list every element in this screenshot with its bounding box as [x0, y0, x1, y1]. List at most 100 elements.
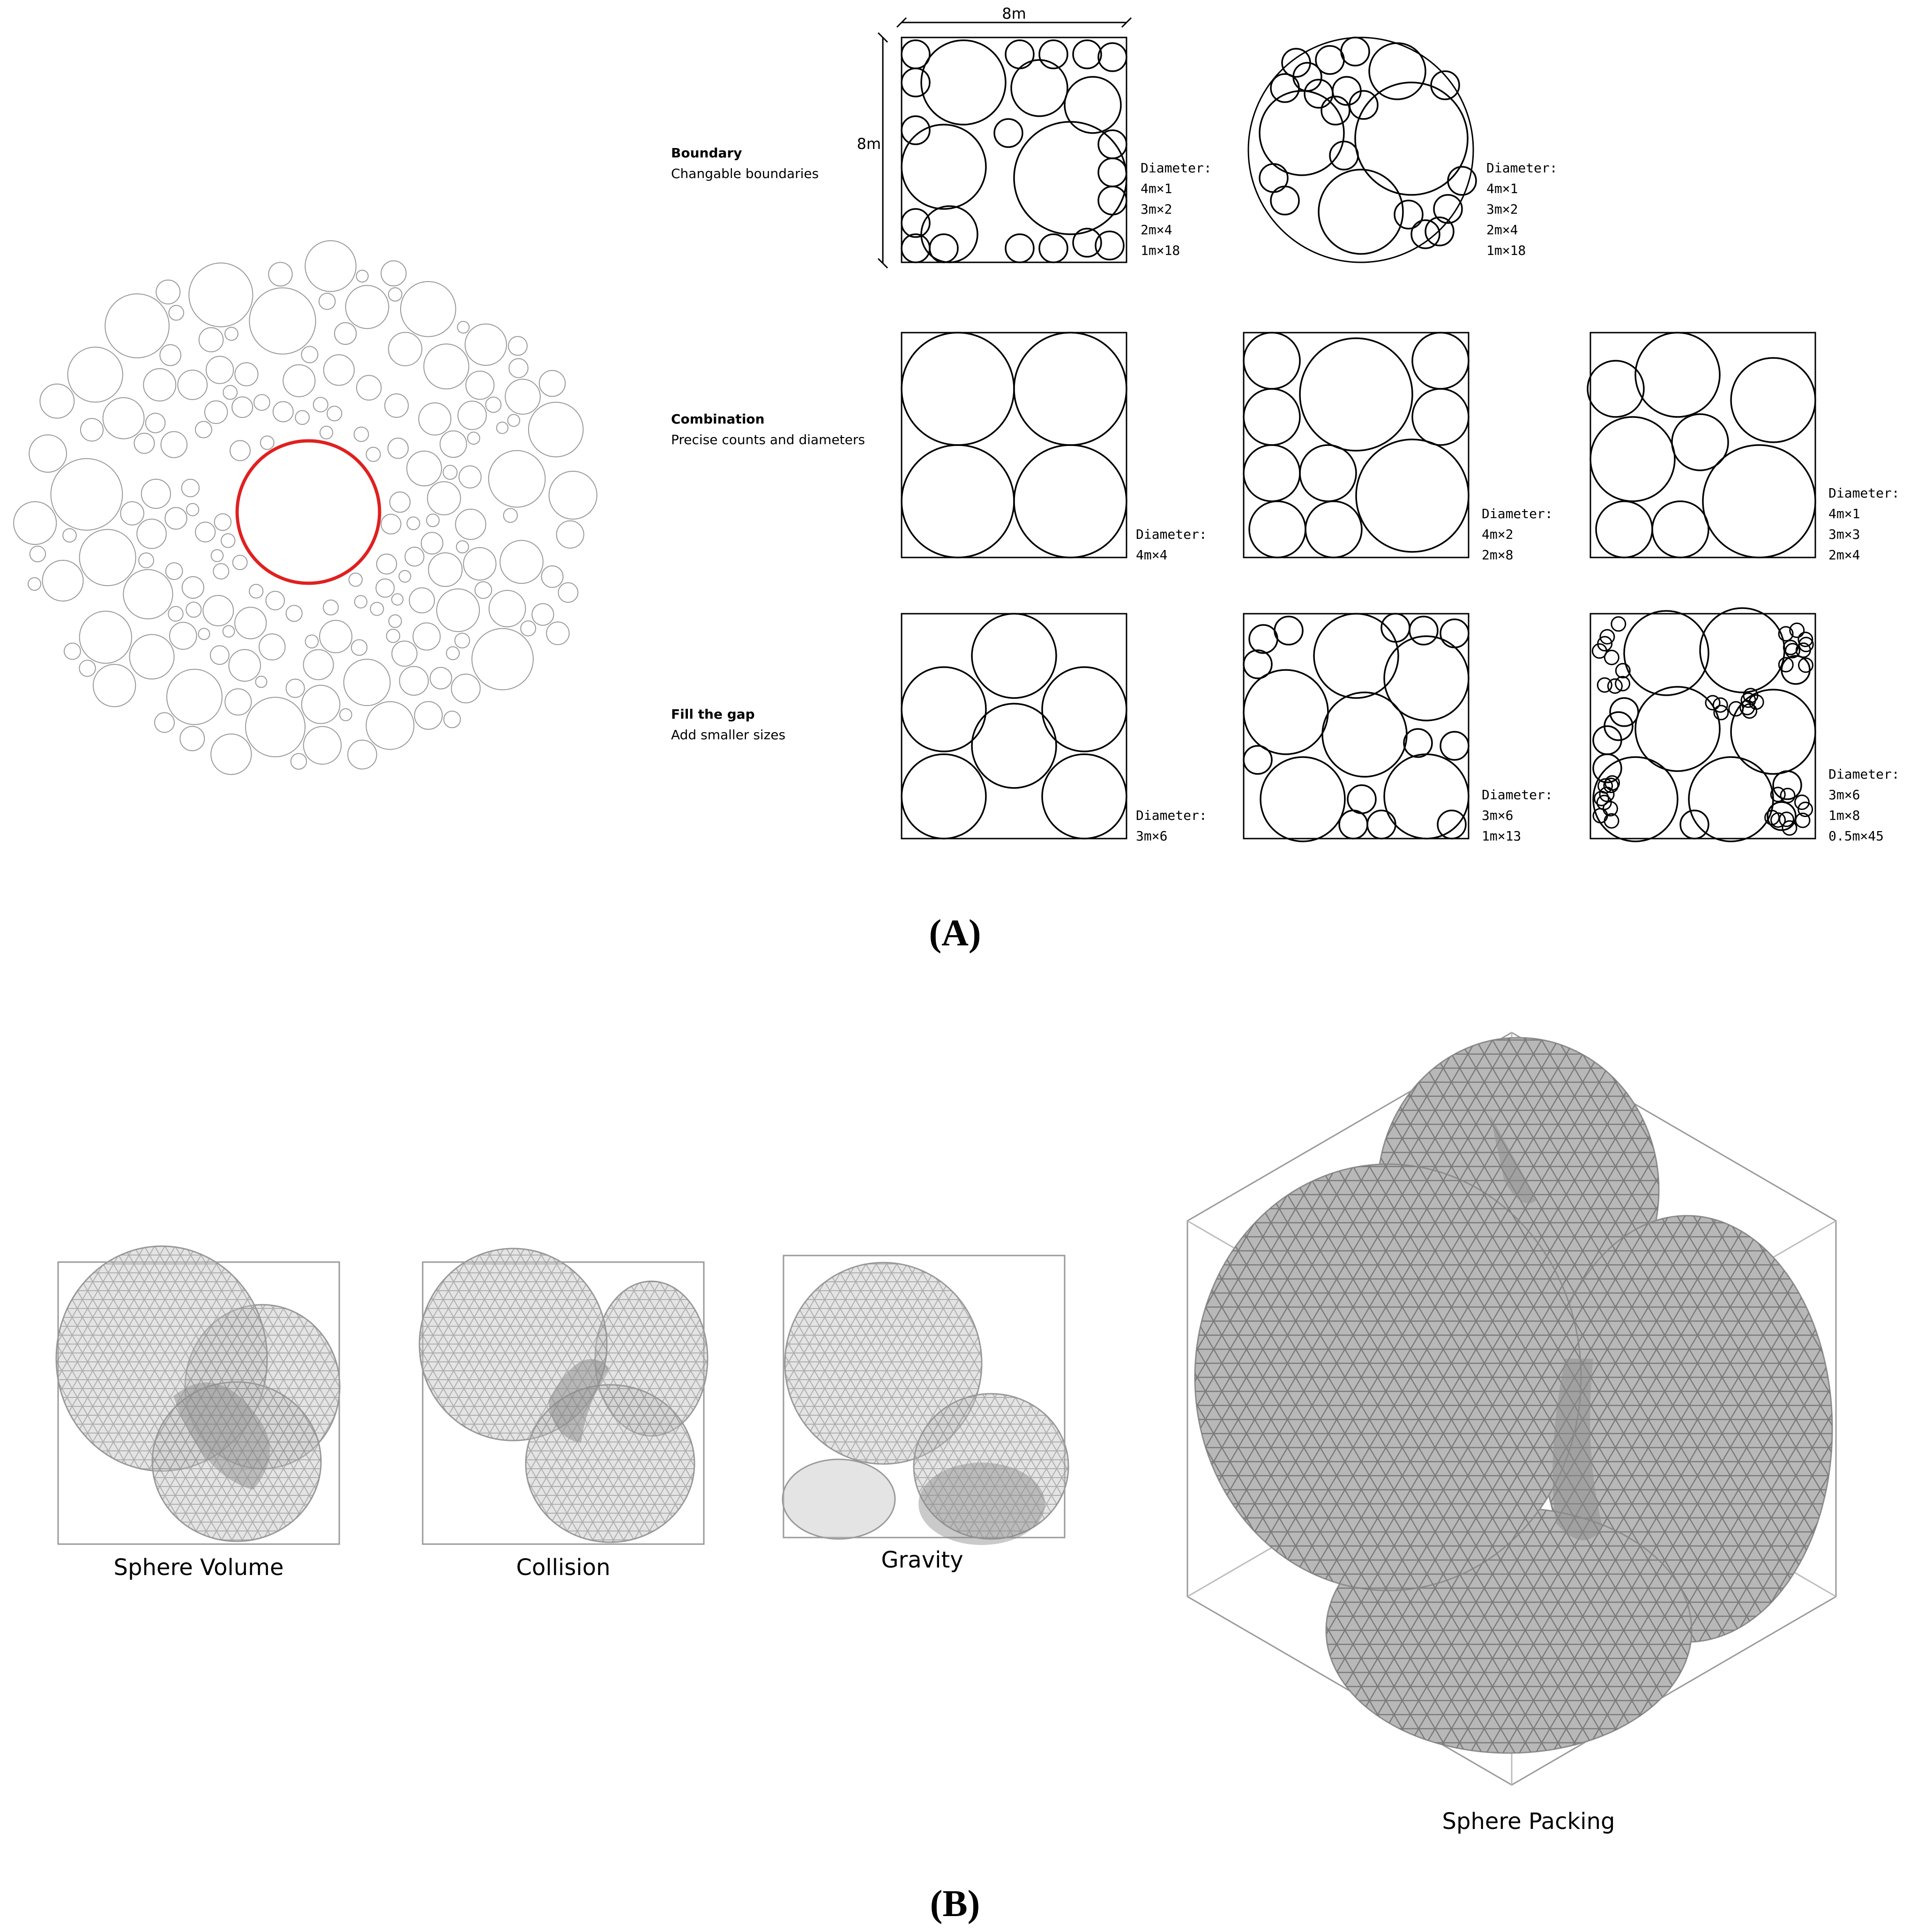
- cloud-circle: [260, 435, 275, 450]
- packing-circle: [1713, 705, 1729, 721]
- cloud-circle: [375, 578, 395, 598]
- cloud-circle: [384, 393, 409, 418]
- packing-circle: [1243, 745, 1273, 775]
- packing-circle: [1425, 216, 1455, 246]
- packing-circle: [1688, 756, 1774, 842]
- packing-circle: [1318, 169, 1404, 255]
- packing-circle: [1679, 810, 1709, 840]
- cloud-circle: [62, 528, 77, 543]
- cloud-circle: [508, 358, 529, 379]
- cloud-circle: [28, 577, 41, 591]
- packing-circle: [1097, 42, 1127, 72]
- cloud-circle: [194, 421, 212, 438]
- cloud-circle: [387, 438, 409, 459]
- legend-heading: Diameter:: [1482, 787, 1553, 803]
- packing-circle: [1789, 622, 1805, 638]
- cloud-circle: [50, 458, 123, 531]
- legend-line: 1m×18: [1486, 243, 1526, 258]
- packing-circle: [1259, 163, 1289, 193]
- packing-boundary: [901, 613, 1127, 840]
- packing-boundary-square: [901, 37, 1127, 263]
- cloud-circle: [249, 584, 264, 599]
- packing-circle: [1248, 500, 1306, 558]
- packing-circle: [1599, 629, 1615, 645]
- cloud-circle: [210, 549, 224, 562]
- legend-line: 4m×1: [1486, 181, 1518, 196]
- packing-circle: [1041, 753, 1127, 840]
- cloud-circle: [104, 293, 170, 358]
- cloud-circle: [141, 479, 171, 509]
- packing-circle: [1259, 90, 1345, 176]
- cloud-circle: [224, 688, 252, 716]
- cloud-circle: [322, 599, 339, 616]
- packing-circle: [1705, 695, 1721, 711]
- packing-circle: [1243, 669, 1329, 755]
- cloud-circle: [165, 562, 183, 580]
- packing-circle: [971, 703, 1057, 789]
- packing-circle: [1798, 632, 1813, 647]
- cloud-circle: [389, 491, 411, 513]
- packing-circle: [1097, 129, 1127, 159]
- cloud-circle: [348, 572, 363, 587]
- packing-fill-2: [1243, 613, 1470, 842]
- cloud-circle: [464, 323, 507, 366]
- cloud-circle: [143, 368, 177, 401]
- cloud-circle: [347, 739, 377, 770]
- cloud-circle: [319, 425, 334, 439]
- cloud-circle: [181, 478, 200, 498]
- cloud-circle: [420, 532, 444, 555]
- step-label-gravity: Gravity: [881, 1547, 963, 1573]
- cloud-circle: [245, 697, 306, 758]
- cloud-circle: [440, 430, 467, 458]
- cloud-circle: [412, 622, 441, 651]
- packing-circle: [1651, 500, 1709, 558]
- packing-circle: [1589, 416, 1676, 502]
- packing-circle: [1270, 186, 1300, 215]
- step-label-collision: Collision: [516, 1554, 610, 1581]
- cloud-circle: [318, 292, 336, 310]
- cloud-circle: [313, 397, 328, 413]
- circle-packing-cloud: [13, 240, 597, 775]
- cloud-circle: [138, 552, 154, 568]
- packing-circle: [1321, 691, 1408, 778]
- packing-circle: [1013, 444, 1127, 558]
- cloud-circle: [29, 545, 46, 563]
- packing-circle: [1329, 141, 1359, 171]
- packing-circle: [1380, 613, 1410, 643]
- row-title-fill-gap: Fill the gap: [671, 706, 755, 722]
- cloud-circle: [272, 401, 294, 423]
- legend-line: 4m×1: [1141, 181, 1172, 196]
- packing-circle: [1038, 39, 1068, 69]
- packing-boundary-circle: [1247, 37, 1477, 263]
- packing-circle: [1248, 624, 1278, 654]
- sphere-packing-cube: [1186, 1032, 1837, 1786]
- cloud-circle: [168, 305, 185, 321]
- packing-circle: [901, 124, 987, 210]
- packing-circle: [901, 753, 987, 840]
- packing-circle: [1712, 697, 1728, 713]
- cloud-circle: [451, 673, 481, 704]
- cloud-circle: [429, 667, 452, 690]
- cloud-circle: [423, 343, 470, 390]
- cloud-circle: [556, 520, 584, 549]
- packing-circle: [1437, 810, 1467, 840]
- cloud-circle: [67, 347, 123, 403]
- dimension-width-label: 8m: [1002, 5, 1026, 22]
- cloud-circle: [64, 642, 81, 660]
- cloud-circle: [198, 628, 210, 640]
- cloud-circle: [455, 540, 469, 554]
- packing-circle: [901, 67, 931, 97]
- packing-circle: [1603, 777, 1619, 793]
- cloud-circle: [159, 344, 181, 366]
- legend-line: 3m×3: [1828, 527, 1860, 542]
- cloud-circle: [195, 521, 216, 542]
- packing-fill-3: [1589, 607, 1816, 842]
- packing-circle: [1005, 233, 1035, 263]
- row-title-boundary: Boundary: [671, 145, 742, 161]
- cloud-circle: [386, 629, 401, 643]
- cloud-circle: [29, 434, 67, 473]
- packing-circle: [901, 39, 931, 69]
- cloud-circle: [285, 678, 305, 698]
- packing-circle: [1794, 794, 1810, 810]
- packing-circle: [901, 332, 1015, 446]
